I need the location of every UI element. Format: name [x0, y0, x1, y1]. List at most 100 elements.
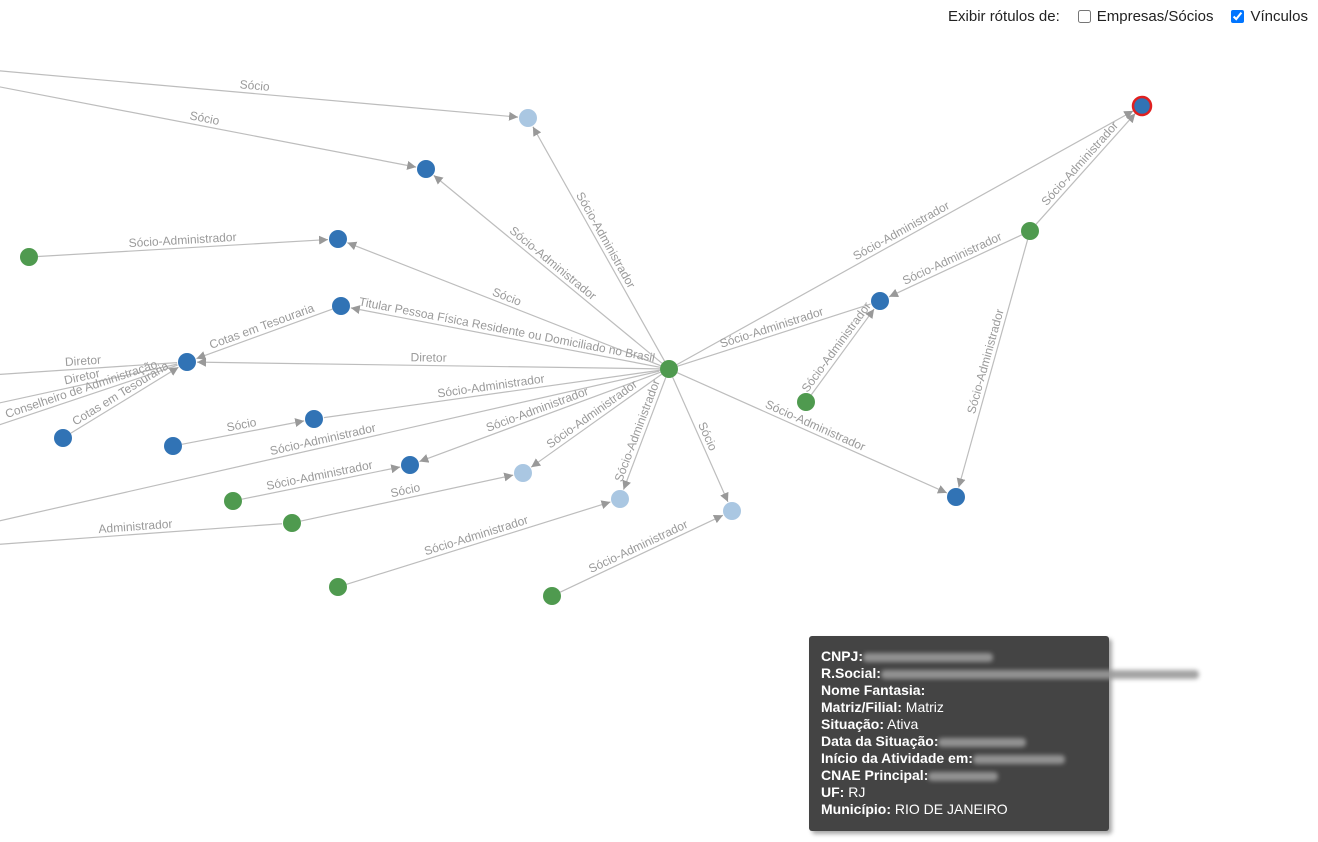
tooltip-situacao: Situação: Ativa [821, 716, 919, 732]
graph-edge [0, 86, 417, 170]
company-node[interactable] [305, 410, 323, 428]
tooltip-fantasia: Nome Fantasia: [821, 682, 926, 698]
edge-label: Sócio-Administrador [507, 223, 599, 302]
company-node[interactable] [401, 456, 419, 474]
company-info-tooltip: CNPJ: R.Social: Nome Fantasia: Matriz/Fi… [809, 636, 1199, 831]
selected-company-node[interactable] [1131, 95, 1153, 117]
person-node[interactable] [660, 360, 678, 378]
edge-label: Sócio-Administrador [964, 307, 1006, 415]
graph-edge [0, 364, 178, 426]
company-node[interactable] [947, 488, 965, 506]
companies-checkbox-label: Empresas/Sócios [1096, 8, 1214, 25]
edge-label: Cotas em Tesouraria [207, 301, 316, 352]
tooltip-inicio: Início da Atividade em: [821, 750, 1097, 767]
edge-label: Sócio-Administrador [900, 229, 1004, 287]
edge-label: Sócio-Administrador [718, 304, 825, 350]
graph-edge [347, 241, 661, 367]
graph-edge [677, 303, 871, 367]
person-node[interactable] [797, 393, 815, 411]
person-node[interactable] [543, 587, 561, 605]
person-node[interactable] [224, 492, 242, 510]
graph-edge [346, 500, 611, 585]
label-toggle-bar: Exibir rótulos de: Empresas/Sócios Víncu… [948, 8, 1308, 25]
edge-label: Diretor [411, 350, 447, 365]
links-checkbox[interactable] [1231, 10, 1245, 23]
company-node[interactable] [514, 464, 532, 482]
company-node[interactable] [164, 437, 182, 455]
toggle-companies-labels[interactable]: Empresas/Sócios [1077, 8, 1214, 25]
graph-edge [956, 239, 1029, 488]
person-node[interactable] [283, 514, 301, 532]
company-node[interactable] [329, 230, 347, 248]
tooltip-matriz: Matriz/Filial: Matriz [821, 699, 944, 715]
company-node[interactable] [519, 109, 537, 127]
edge-label: Sócio [189, 108, 221, 127]
tooltip-cnpj: CNPJ: [821, 648, 1097, 665]
graph-edge [532, 126, 666, 362]
graph-edge [196, 308, 333, 360]
graph-nodes [20, 95, 1153, 605]
graph-edge [672, 376, 729, 503]
graph-edge [676, 372, 948, 494]
graph-edge [0, 362, 178, 375]
graph-edge [530, 373, 663, 468]
graph-edge [0, 70, 519, 121]
edge-label: Sócio-Administrador [573, 189, 638, 290]
edge-label: Administrador [98, 517, 173, 536]
graph-edge [196, 357, 661, 370]
graph-edge [888, 234, 1023, 298]
edge-label: Sócio-Administrador [763, 397, 867, 454]
edge-label: Sócio-Administrador [422, 513, 529, 559]
company-node[interactable] [871, 292, 889, 310]
redacted-value [928, 771, 999, 781]
redacted-value [972, 754, 1065, 764]
graph-edge [37, 235, 329, 258]
company-node[interactable] [611, 490, 629, 508]
graph-edge [559, 514, 724, 593]
edge-label: Sócio [239, 77, 270, 94]
redacted-value [880, 669, 1199, 679]
label-toggle-prefix: Exibir rótulos de: [948, 8, 1060, 25]
graph-edge [323, 369, 661, 419]
tooltip-cnae: CNAE Principal: [821, 767, 1097, 784]
graph-edge [1035, 113, 1136, 225]
graph-edge [181, 418, 305, 445]
graph-edge [0, 370, 660, 522]
person-node[interactable] [20, 248, 38, 266]
tooltip-data-situacao: Data da Situação: [821, 733, 1097, 750]
tooltip-uf: UF: RJ [821, 784, 866, 800]
edge-label: Sócio-Administrador [1038, 119, 1121, 209]
redacted-value [863, 652, 994, 662]
graph-edge [70, 366, 179, 434]
company-node[interactable] [723, 502, 741, 520]
edge-label: Sócio [225, 415, 257, 434]
graph-edge [350, 305, 661, 368]
edge-label: Diretor [65, 353, 102, 369]
edge-label: Sócio-Administrador [128, 230, 237, 250]
edge-label: Sócio-Administrador [586, 517, 690, 576]
graph-edge [241, 464, 401, 500]
graph-edges [0, 70, 1136, 593]
links-checkbox-label: Vínculos [1250, 8, 1308, 25]
graph-edge [300, 472, 514, 522]
companies-checkbox[interactable] [1077, 10, 1091, 23]
graph-edge [433, 174, 663, 364]
tooltip-municipio: Município: RIO DE JANEIRO [821, 801, 1008, 817]
graph-edge [419, 371, 661, 463]
person-node[interactable] [329, 578, 347, 596]
company-node[interactable] [417, 160, 435, 178]
graph-edge [622, 377, 667, 490]
edge-label: Sócio-Administrador [851, 198, 952, 263]
company-node[interactable] [332, 297, 350, 315]
graph-edge [676, 110, 1134, 366]
graph-edge [0, 523, 283, 545]
company-node[interactable] [54, 429, 72, 447]
redacted-value [938, 737, 1027, 747]
person-node[interactable] [1021, 222, 1039, 240]
toggle-links-labels[interactable]: Vínculos [1231, 8, 1308, 25]
graph-edge [810, 308, 875, 396]
company-node[interactable] [178, 353, 196, 371]
graph-edge [0, 363, 178, 404]
tooltip-rsocial: R.Social: [821, 665, 1199, 682]
